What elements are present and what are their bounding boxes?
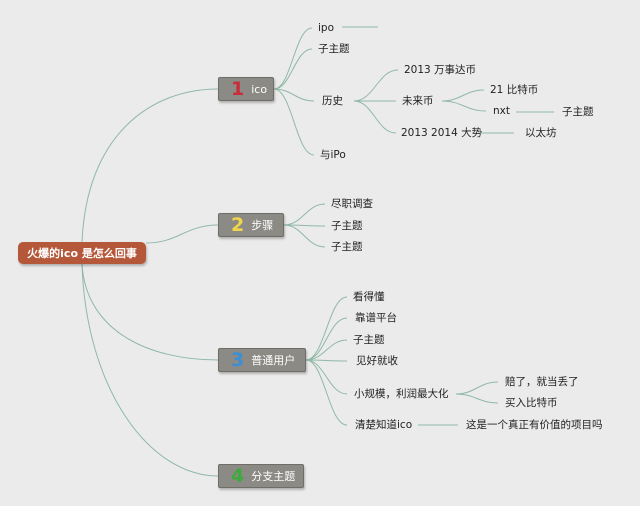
node-wanshida[interactable]: 2013 万事达币 [404, 64, 477, 76]
node-b2-subtopic-2[interactable]: 子主题 [331, 241, 363, 253]
branch-steps[interactable]: 2 步骤 [218, 213, 284, 237]
node-due-diligence[interactable]: 尽职调查 [331, 198, 373, 210]
node-history[interactable]: 历史 [322, 95, 343, 107]
branch-subtopic[interactable]: 4 分支主题 [218, 464, 304, 488]
connector-ico-ipo [273, 27, 313, 90]
connector-users-subtopic [305, 339, 348, 361]
node-ethereum[interactable]: 以太坊 [525, 127, 557, 139]
connector-users-understand [305, 296, 348, 361]
connector-small-lose [455, 381, 499, 395]
root-topic-label: 火爆的ico 是怎么回事 [27, 247, 137, 260]
branch-ico[interactable]: 1 ico [218, 77, 274, 101]
connector-root-steps [145, 224, 219, 244]
branch-number-1: 1 [231, 77, 245, 100]
node-lose-it[interactable]: 赔了，就当丢了 [505, 376, 579, 388]
node-buy-bitcoin[interactable]: 买入比特币 [505, 397, 558, 409]
branch-number-2: 2 [231, 213, 245, 236]
connector-root-subtopic [81, 263, 219, 477]
branch-number-4: 4 [231, 464, 245, 487]
branch-label-ordinary-users: 普通用户 [251, 354, 296, 367]
branch-number-3: 3 [231, 348, 245, 371]
root-topic[interactable]: 火爆的ico 是怎么回事 [18, 242, 146, 264]
connector-ico-subtopic [273, 48, 313, 90]
node-know-ico[interactable]: 清楚知道ico [355, 419, 413, 431]
node-valuable-project[interactable]: 这是一个真正有价值的项目吗 [466, 419, 603, 431]
node-reliable-platform[interactable]: 靠谱平台 [355, 312, 397, 324]
connector-users-knowico [305, 359, 348, 426]
node-future-coin[interactable]: 未来币 [402, 95, 434, 107]
connector-root-ico [81, 88, 219, 244]
connector-users-smallscale [305, 359, 348, 395]
branch-ordinary-users[interactable]: 3 普通用户 [218, 348, 306, 372]
connector-small-buy [455, 393, 499, 404]
connector-users-platform [305, 317, 348, 361]
node-take-profit[interactable]: 见好就收 [356, 355, 398, 367]
branch-label-subtopic: 分支主题 [251, 470, 296, 483]
node-nxt[interactable]: nxt [493, 105, 510, 117]
connector-history-wanshida [353, 69, 399, 102]
node-understand[interactable]: 看得懂 [353, 291, 385, 303]
node-bitcoin21[interactable]: 21 比特币 [490, 84, 539, 96]
node-ipo[interactable]: ipo [318, 22, 335, 34]
node-nxt-subtopic[interactable]: 子主题 [562, 106, 594, 118]
connector-users-profit [305, 359, 348, 362]
node-trend[interactable]: 2013 2014 大势 [401, 127, 483, 139]
connector-future-bitcoin21 [441, 89, 485, 102]
connector-future-nxt [441, 100, 487, 112]
node-small-scale[interactable]: 小规模，利润最大化 [354, 388, 449, 400]
node-b2-subtopic-1[interactable]: 子主题 [331, 220, 363, 232]
connector-ico-with-ipo [273, 88, 315, 156]
connector-steps-sub2 [283, 224, 326, 248]
connector-ico-history [273, 88, 315, 102]
node-b1-subtopic[interactable]: 子主题 [318, 43, 350, 55]
node-with-ipo[interactable]: 与iPo [320, 149, 346, 161]
connector-root-users [81, 263, 219, 361]
branch-label-ico: ico [251, 82, 268, 96]
branch-label-steps: 步骤 [251, 219, 274, 232]
connector-steps-due [283, 203, 326, 226]
connector-history-trend [353, 100, 397, 134]
node-b3-subtopic[interactable]: 子主题 [353, 334, 385, 346]
